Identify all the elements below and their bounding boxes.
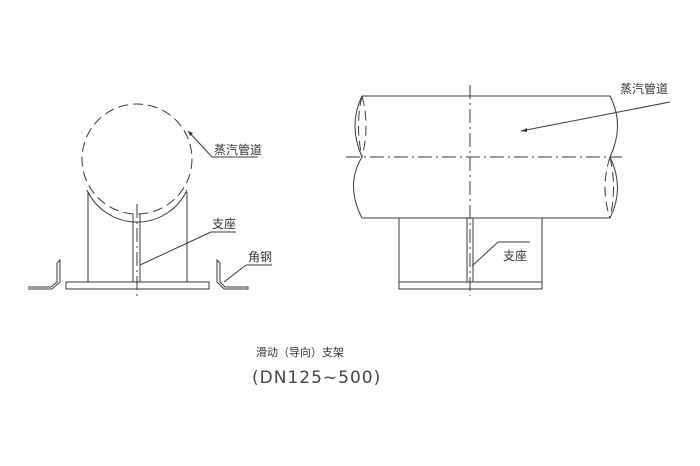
front-view: 蒸汽管道 支座 xyxy=(346,81,671,296)
pipe-leader-right xyxy=(520,101,671,132)
support-leader-right xyxy=(471,241,499,267)
base-plate-right xyxy=(398,281,543,290)
label-steam-pipe-right: 蒸汽管道 xyxy=(620,81,668,96)
pipe-right-break-dash xyxy=(604,156,614,219)
diagram-subtitle: (DN125~500) xyxy=(252,368,381,388)
pipe-circle-dashed xyxy=(81,103,193,215)
label-support-right: 支座 xyxy=(503,248,527,263)
label-steam-pipe: 蒸汽管道 xyxy=(214,142,262,157)
angle-steel-right xyxy=(216,258,249,290)
pipe-arrow xyxy=(188,131,193,136)
label-support: 支座 xyxy=(212,216,236,231)
pipe-leader xyxy=(187,130,213,158)
pipe-arrow-right xyxy=(521,128,527,132)
diagram-title: 滑动（导向）支架 xyxy=(256,345,344,359)
pipe-left-break-dash xyxy=(358,95,367,158)
angle-steel-left xyxy=(28,258,61,290)
angle-leader xyxy=(223,264,247,283)
label-angle-steel: 角钢 xyxy=(248,250,272,264)
side-view: 蒸汽管道 支座 角钢 xyxy=(28,103,272,296)
support-leader xyxy=(139,231,212,266)
base-plate xyxy=(65,281,210,290)
